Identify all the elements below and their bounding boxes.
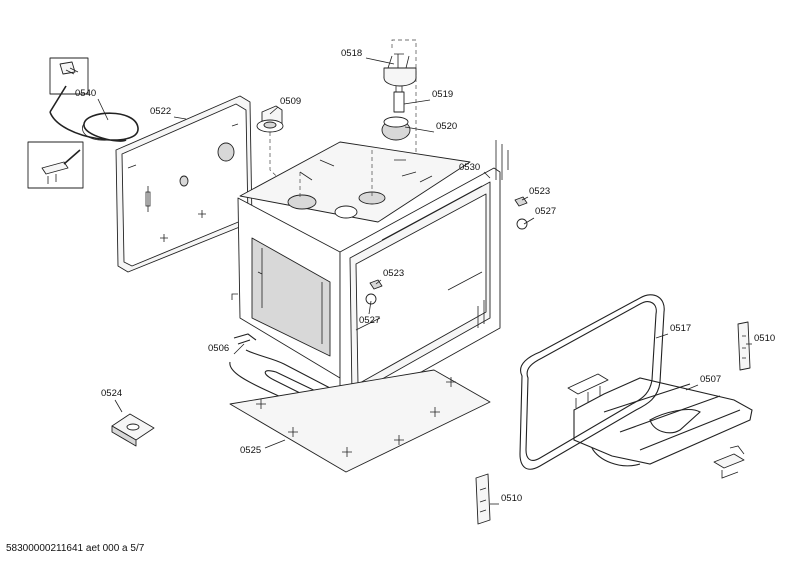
part-label-p0523b: 0523 [383,268,404,279]
leader-line-p0540 [97,98,109,121]
leader-line-p0506 [233,343,245,355]
document-code: 58300000211641 aet 000 a 5/7 [6,543,145,554]
part-label-p0522: 0522 [150,106,171,117]
part-labels: 0540 0522 0509 0518 0519 0520 0530 0523 0527 0523… [75,48,775,505]
part-label-p0527a: 0527 [535,206,556,217]
grill-element-0517 [519,294,665,470]
leader-line-p0517 [655,333,669,339]
part-label-p0506: 0506 [208,343,229,354]
leader-line-p0527a [523,217,535,225]
leader-line-p0509 [269,106,279,115]
leader-line-p0518 [365,57,395,65]
part-label-p0518: 0518 [341,48,362,59]
leader-line-p0519 [403,99,431,105]
part-label-p0507: 0507 [700,374,721,385]
leader-line-p0530 [483,171,491,179]
part-label-p0520: 0520 [436,121,457,132]
part-label-p0517: 0517 [670,323,691,334]
shelf-rack-0507 [573,377,753,467]
cable-assembly-0540 [27,57,139,189]
leader-line-p0522 [173,116,187,120]
leader-line-p0524 [114,399,123,413]
part-label-p0530: 0530 [459,162,480,173]
leader-line-p0520 [404,126,435,133]
rear-panel-0522 [115,95,253,273]
oven-cavity-0530 [237,140,509,415]
part-label-p0524: 0524 [101,388,122,399]
leader-line-p0527b [368,300,372,315]
leader-line-p0507 [685,384,699,391]
leader-line-p0523a [521,196,529,201]
hinge-0510-upper [713,321,751,479]
lower-heater-0506 [229,333,338,417]
part-label-p0509: 0509 [280,96,301,107]
leader-line-p0525 [264,439,286,449]
hinge-0510-lower [475,473,491,525]
leader-line-p0523b [375,279,382,285]
part-label-p0519: 0519 [432,89,453,100]
part-label-p0510a: 0510 [754,333,775,344]
square-pad-0524 [111,413,155,447]
base-plate-0525 [229,369,491,473]
part-label-p0523a: 0523 [529,186,550,197]
part-label-p0510b: 0510 [501,493,522,504]
part-label-p0525: 0525 [240,445,261,456]
part-label-p0527b: 0527 [359,315,380,326]
part-label-p0540: 0540 [75,88,96,99]
